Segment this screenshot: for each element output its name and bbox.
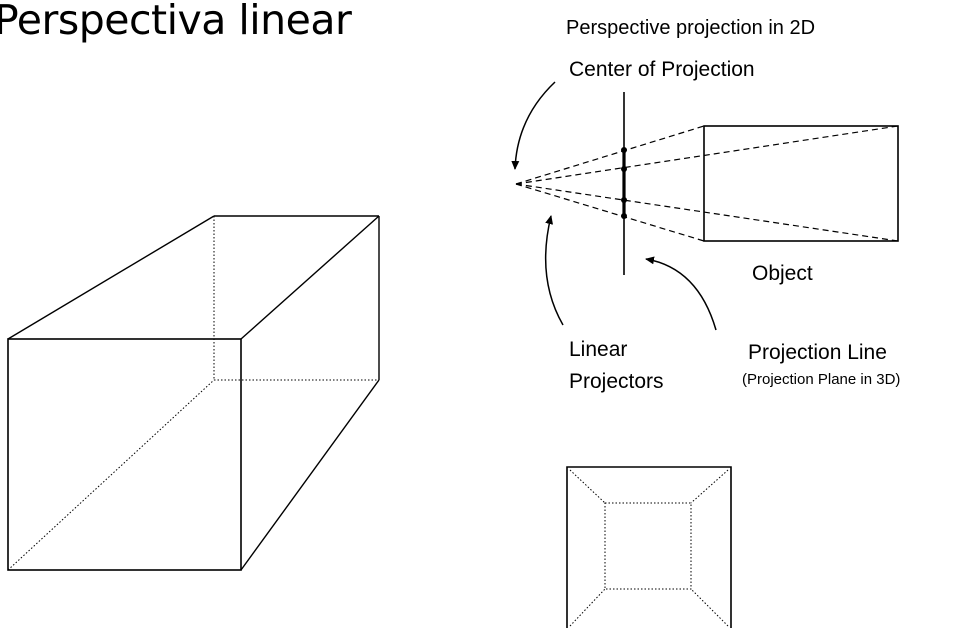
projection-plane-note: (Projection Plane in 3D) <box>742 371 901 388</box>
object-rect <box>703 125 899 242</box>
object-label: Object <box>752 262 813 285</box>
linear-projectors <box>515 125 899 242</box>
diagram-heading: Perspective projection in 2D <box>566 17 816 39</box>
top-view-hidden-edges <box>569 469 729 627</box>
top-view-outer-frame <box>566 466 732 628</box>
linear-projectors-label-line1: Linear <box>569 338 628 361</box>
box-front-face <box>7 338 242 571</box>
center-of-projection-label: Center of Projection <box>569 58 755 81</box>
projection-line-pointer-arrow <box>645 256 717 331</box>
box-bottom-right-edge <box>240 379 380 571</box>
slide-title: Perspectiva linear <box>0 0 352 44</box>
box-hidden-edges <box>7 216 379 571</box>
center-pointer-arrow <box>511 81 556 170</box>
box-top-view <box>566 466 732 628</box>
projection-diagram <box>511 81 899 331</box>
projection-line-label: Projection Line <box>748 341 887 364</box>
perspective-box <box>7 215 380 571</box>
box-top-right-edge <box>240 215 380 340</box>
intersection-points <box>621 147 627 219</box>
box-top-left-edge <box>7 215 215 340</box>
linear-projectors-label-line2: Projectors <box>569 370 664 393</box>
projectors-pointer-arrow <box>544 215 564 326</box>
